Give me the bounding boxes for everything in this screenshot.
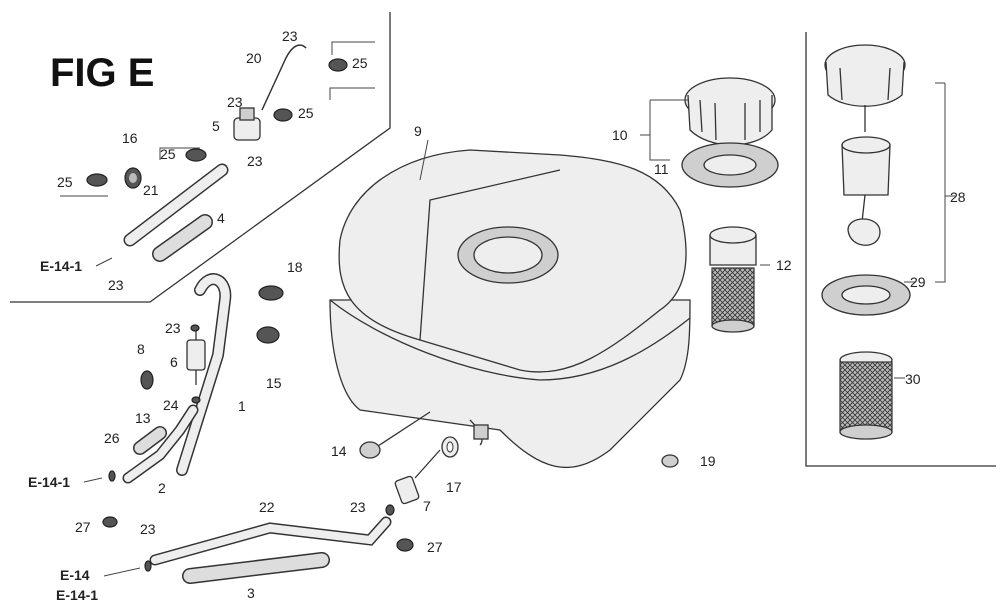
fuel-cap-assembly <box>824 44 906 246</box>
cap-gasket <box>681 142 779 188</box>
callout-21: 21 <box>143 182 159 198</box>
callout-11: 11 <box>654 161 669 177</box>
fuel-valve <box>233 107 261 141</box>
callout-5: 5 <box>212 118 220 134</box>
callout-3: 3 <box>247 585 255 601</box>
callout-25-d: 25 <box>57 174 73 190</box>
callout-7: 7 <box>423 498 431 514</box>
callout-12: 12 <box>776 257 792 273</box>
fuel-joint <box>394 449 441 505</box>
callout-23-f: 23 <box>350 499 366 515</box>
callout-4: 4 <box>217 210 225 226</box>
fuel-tube-lower <box>123 163 229 247</box>
protector-13 <box>133 426 167 455</box>
callout-17: 17 <box>446 479 462 495</box>
callout-2: 2 <box>158 480 166 496</box>
callout-10: 10 <box>612 127 628 143</box>
callout-23-c: 23 <box>247 153 263 169</box>
callout-18: 18 <box>287 259 303 275</box>
callout-1: 1 <box>238 398 246 414</box>
callout-23-a: 23 <box>282 28 298 44</box>
callout-27-a: 27 <box>75 519 91 535</box>
callout-9: 9 <box>414 123 422 139</box>
cap-gasket-large <box>821 274 911 316</box>
upper-left-boundary <box>10 12 391 303</box>
tank-strainer-mesh <box>839 351 893 440</box>
callout-14: 14 <box>331 443 347 459</box>
bottom-clips <box>102 504 414 572</box>
clips-upper <box>86 58 348 187</box>
figure-title: FIG E <box>50 51 154 95</box>
callout-19: 19 <box>700 453 716 469</box>
ref-e-14: E-14 <box>60 567 90 583</box>
fuel-tube-1 <box>176 273 232 476</box>
callout-6: 6 <box>170 354 178 370</box>
clip-19 <box>661 454 679 468</box>
callout-28: 28 <box>950 189 966 205</box>
callout-23-g: 23 <box>140 521 156 537</box>
ref-e-14-1-middle: E-14-1 <box>28 474 70 490</box>
callout-23-d: 23 <box>108 277 124 293</box>
callout-25-b: 25 <box>298 105 314 121</box>
callout-labels: 1 2 3 4 5 6 7 8 9 10 11 12 13 14 15 16 1… <box>57 28 966 601</box>
reference-labels: E-14-1 E-14-1 E-14 E-14-1 <box>28 257 141 603</box>
callout-20: 20 <box>246 50 262 66</box>
callout-15: 15 <box>266 375 282 391</box>
callout-29: 29 <box>910 274 926 290</box>
ref-e-14-1-upper: E-14-1 <box>40 258 82 274</box>
callout-25-a: 25 <box>352 55 368 71</box>
callout-30: 30 <box>905 371 921 387</box>
grommet <box>124 167 142 189</box>
protector-tube <box>152 214 213 262</box>
callout-16: 16 <box>122 130 138 146</box>
callout-8: 8 <box>137 341 145 357</box>
ref-e-14-1-lower: E-14-1 <box>56 587 98 603</box>
fuel-tank <box>329 149 691 469</box>
fuel-tube-2 <box>122 404 199 484</box>
callout-22: 22 <box>259 499 275 515</box>
callout-23-e: 23 <box>165 320 181 336</box>
washer <box>441 436 459 458</box>
fuel-tube-22 <box>149 516 392 566</box>
callout-13: 13 <box>135 410 151 426</box>
fuel-strainer <box>709 226 757 333</box>
fuel-tube-upper <box>261 44 307 111</box>
flange-bolt <box>359 411 431 459</box>
callout-26: 26 <box>104 430 120 446</box>
right-boundary-box <box>805 32 996 467</box>
fuel-filter <box>186 330 206 385</box>
clips-lower <box>108 285 284 482</box>
leader-lines <box>60 41 955 379</box>
fuel-tube-3 <box>182 552 330 584</box>
callout-23-b: 23 <box>227 94 243 110</box>
fuel-cap <box>684 77 776 146</box>
callout-25-c: 25 <box>160 146 176 162</box>
callout-27-b: 27 <box>427 539 443 555</box>
callout-24: 24 <box>163 397 179 413</box>
